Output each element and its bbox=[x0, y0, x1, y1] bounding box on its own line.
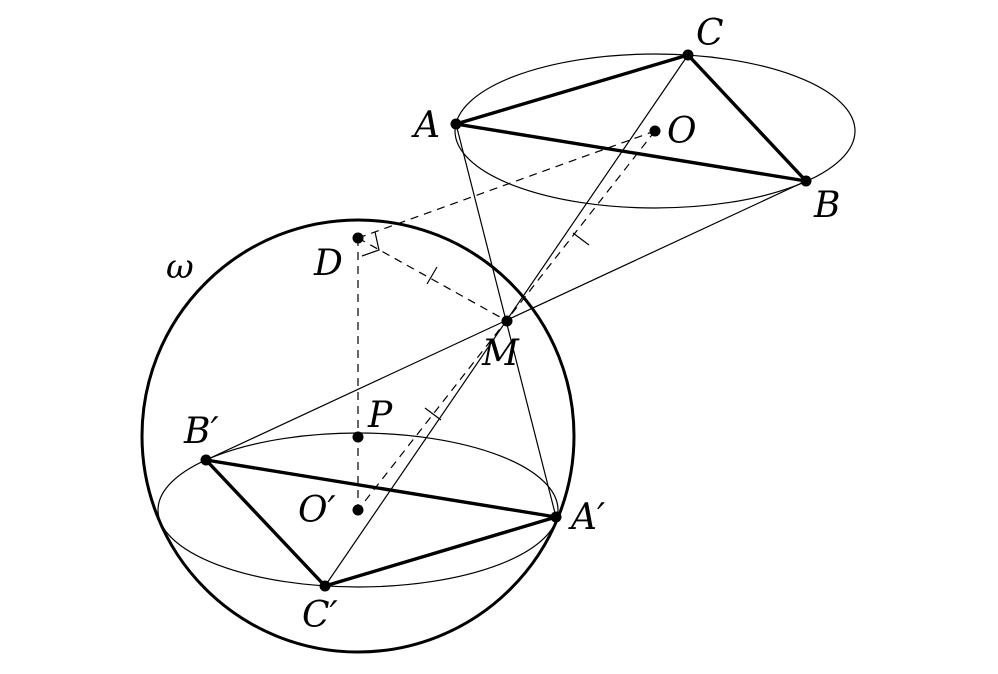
label-B: B bbox=[814, 185, 841, 226]
label-Oprime: O′ bbox=[298, 490, 336, 531]
label-M: M bbox=[482, 333, 519, 374]
label-omega: ω bbox=[166, 247, 194, 287]
point-D bbox=[352, 232, 364, 244]
label-P: P bbox=[368, 395, 393, 436]
sphere-omega bbox=[140, 218, 576, 654]
label-Aprime: A′ bbox=[571, 497, 606, 538]
triangle-AprimeBprimeCprime bbox=[204, 458, 558, 588]
label-Bprime: B′ bbox=[184, 411, 219, 452]
point-Aprime bbox=[550, 511, 562, 523]
label-A: A bbox=[414, 105, 440, 146]
label-O: O bbox=[667, 111, 697, 152]
point-C bbox=[682, 49, 694, 61]
tick-M-Oprime bbox=[424, 407, 442, 421]
point-O bbox=[649, 125, 661, 137]
label-C: C bbox=[696, 13, 724, 54]
tick-D-M bbox=[426, 266, 438, 285]
label-Cprime: C′ bbox=[302, 595, 338, 636]
triangle-ABC bbox=[454, 53, 808, 183]
dashed-D-M bbox=[357, 237, 508, 322]
point-M bbox=[501, 315, 513, 327]
point-P bbox=[352, 431, 364, 443]
label-D: D bbox=[314, 243, 343, 284]
tick-M-O bbox=[572, 232, 590, 246]
dashed-D-O bbox=[357, 130, 656, 239]
point-Bprime bbox=[200, 454, 212, 466]
point-Cprime bbox=[319, 580, 331, 592]
point-Oprime bbox=[352, 504, 364, 516]
right-angle-mark-D bbox=[361, 231, 380, 257]
point-B bbox=[800, 175, 812, 187]
point-A bbox=[450, 118, 462, 130]
upper-circle bbox=[454, 53, 856, 209]
